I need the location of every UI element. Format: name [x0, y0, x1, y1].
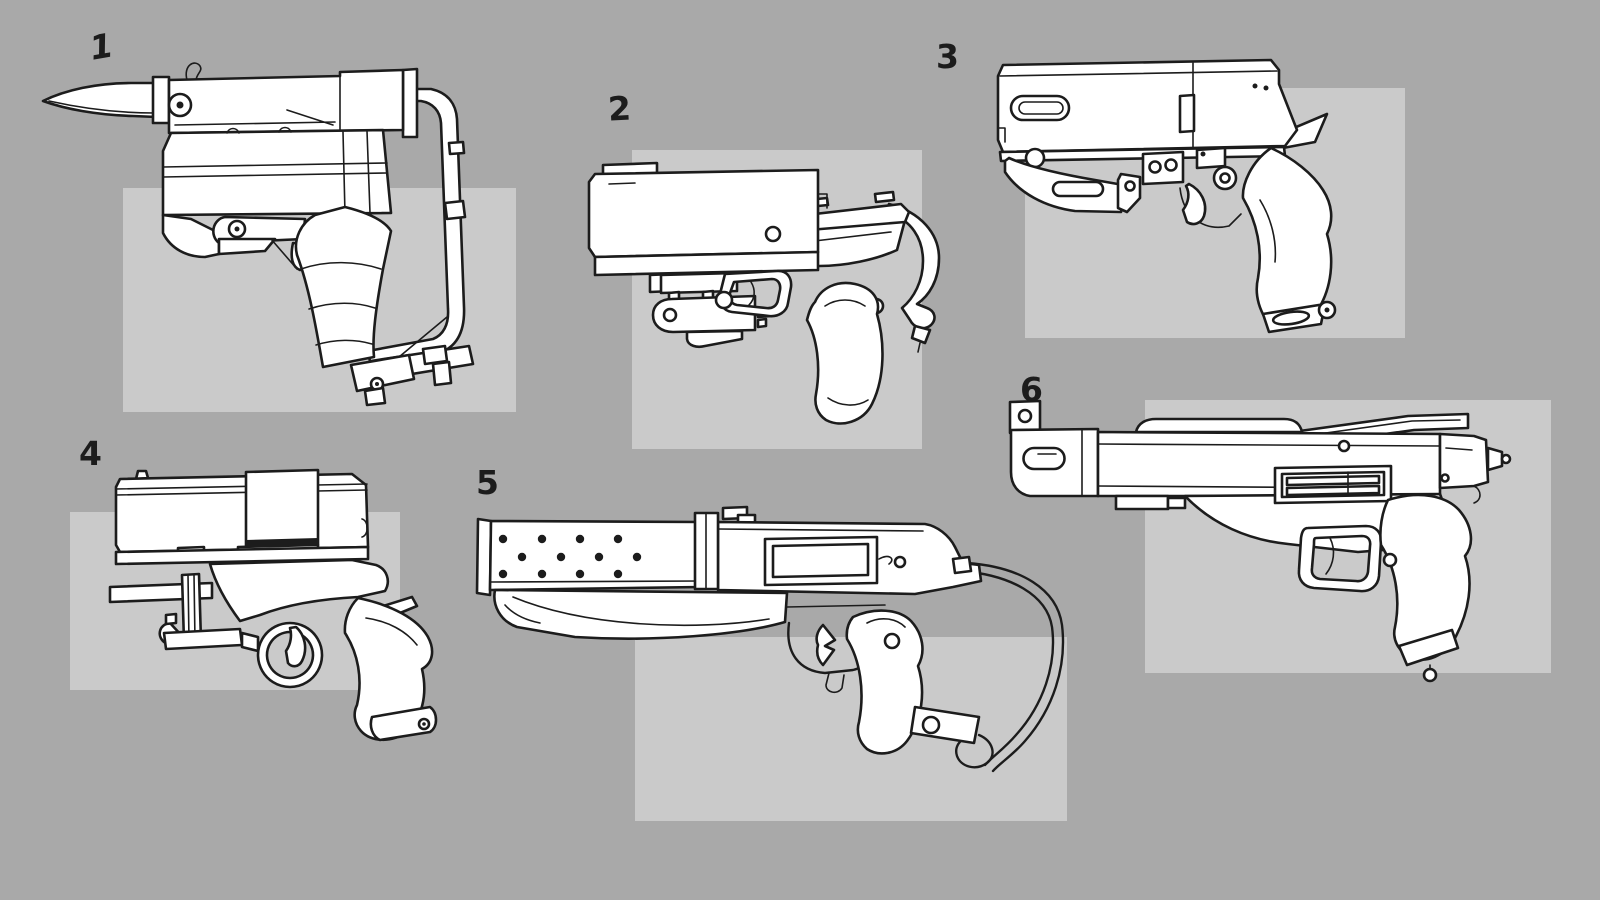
muzzle-cone: [1486, 446, 1504, 472]
gun-3-slab-slide-pistol-drawing: [996, 58, 1337, 334]
trigger: [1325, 537, 1335, 575]
slide: [587, 161, 828, 259]
figure-2-label: 2: [606, 88, 632, 129]
gun-1-bayonet-pistol-drawing: [41, 62, 475, 407]
figure-6-label: 6: [1020, 370, 1043, 409]
grip: [805, 281, 884, 425]
grip: [294, 205, 416, 407]
figure-3-label: 3: [936, 37, 959, 76]
grip: [845, 609, 981, 755]
muzzle-plate: [475, 517, 493, 597]
brace-frame: [366, 87, 475, 387]
trigger: [284, 625, 307, 668]
blade: [41, 75, 171, 125]
forend: [493, 588, 886, 640]
trigger-guard-ring: [256, 621, 324, 689]
grip-plate: [909, 705, 981, 745]
trigger-guard: [1297, 524, 1383, 593]
slide: [996, 58, 1299, 154]
trigger: [748, 281, 755, 306]
trigger-guard: [714, 269, 793, 318]
front-block: [1008, 399, 1100, 498]
barrel-shroud: [475, 517, 702, 597]
mid-body: [161, 126, 393, 217]
top-panel: [244, 468, 320, 549]
rear-hook-lever: [885, 202, 941, 353]
grip: [1379, 493, 1473, 683]
receiver: [693, 505, 983, 596]
lower-frame: [161, 213, 309, 272]
figure-5-label: 5: [476, 463, 499, 502]
lower-frame: [1183, 464, 1450, 554]
upper-receiver: [167, 62, 419, 139]
carabiner: [955, 733, 994, 769]
frame: [108, 545, 389, 653]
trigger: [815, 623, 837, 667]
slide: [114, 468, 370, 561]
power-cable: [955, 561, 1065, 773]
gun-5-vented-barrel-pistol-drawing: [475, 505, 1065, 773]
figure-4-label: 4: [79, 434, 102, 473]
backdrop-panel-5: [635, 637, 1067, 821]
grip: [343, 596, 438, 742]
grip: [1212, 146, 1337, 334]
gun-2-underbarrel-module-pistol-drawing: [587, 161, 941, 425]
frame: [998, 145, 1287, 228]
rear-block: [1438, 432, 1512, 504]
frame: [593, 250, 820, 349]
gun-6-top-rail-pistol-drawing: [1008, 399, 1512, 683]
gun-4-revolver-grip-pistol-drawing: [108, 468, 438, 742]
lanyard-ring: [1422, 667, 1438, 683]
trigger: [1181, 182, 1207, 226]
